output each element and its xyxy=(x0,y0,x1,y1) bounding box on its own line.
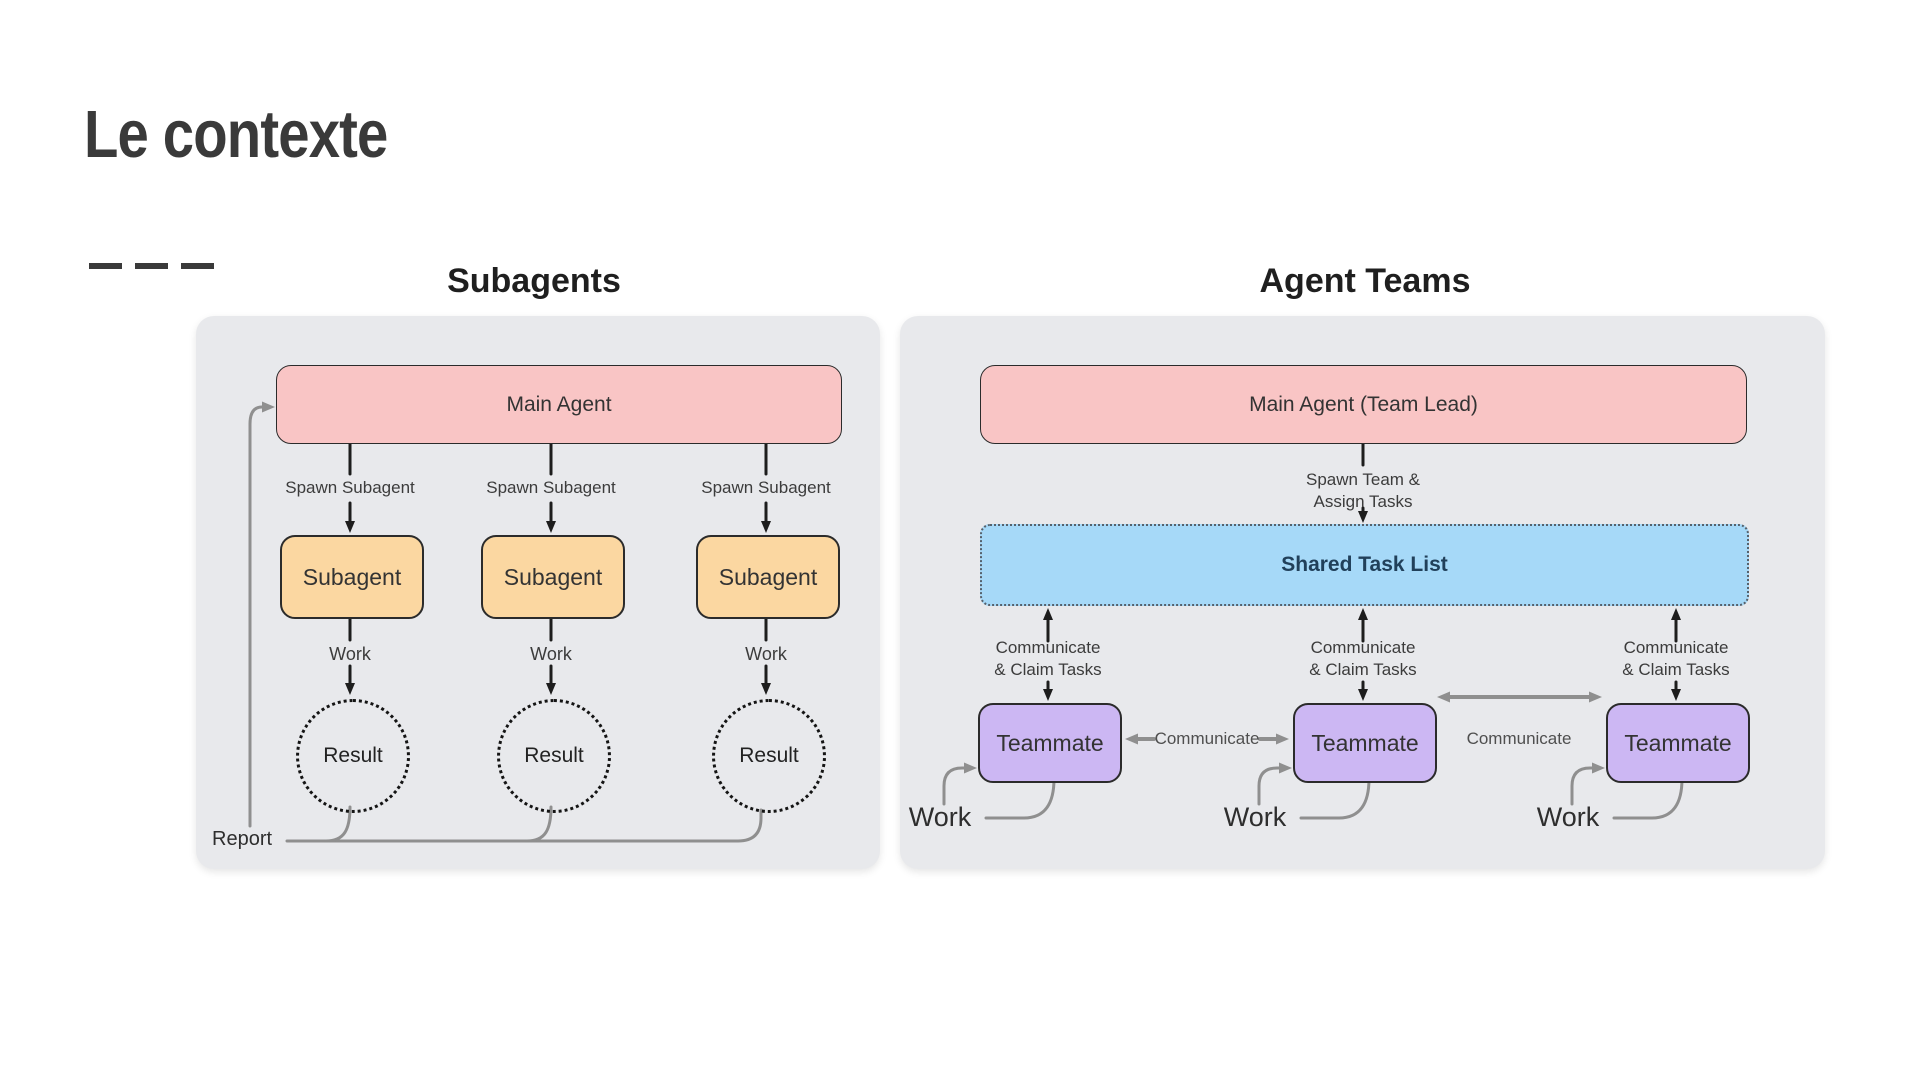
claim-tasks-label-line2: & Claim Tasks xyxy=(1309,660,1417,679)
result-label: Result xyxy=(524,744,584,767)
claim-tasks-label-line2: & Claim Tasks xyxy=(994,660,1102,679)
work-arrows xyxy=(345,614,771,695)
result-label: Result xyxy=(739,744,799,767)
report-label: Report xyxy=(212,828,273,850)
subagent-label: Subagent xyxy=(718,563,818,590)
spawn-team-label-line2: Assign Tasks xyxy=(1313,492,1413,511)
subagent-node: Subagent xyxy=(696,535,840,619)
work-label: Work xyxy=(1223,802,1287,832)
spawn-subagent-label: Spawn Subagent xyxy=(486,478,616,497)
claim-tasks-arrows xyxy=(1043,608,1681,701)
result-label: Result xyxy=(323,744,383,767)
communicate-label: Communicate xyxy=(1466,729,1572,748)
teammate-label: Teammate xyxy=(1311,729,1419,756)
dash xyxy=(181,263,214,269)
communicate-label: Communicate xyxy=(1154,729,1260,748)
claim-tasks-label-line2: & Claim Tasks xyxy=(1622,660,1730,679)
work-label: Work xyxy=(530,644,572,664)
work-label: Work xyxy=(745,644,787,664)
claim-tasks-label-line1: Communicate xyxy=(1623,638,1729,657)
shared-task-list-node: Shared Task List xyxy=(980,524,1749,606)
shared-task-list-label: Shared Task List xyxy=(1281,553,1448,576)
teammate-node: Teammate xyxy=(1606,703,1750,783)
spawn-subagent-label: Spawn Subagent xyxy=(701,478,831,497)
subagent-node: Subagent xyxy=(280,535,424,619)
communicate-arrows xyxy=(1125,691,1602,745)
spawn-subagent-label: Spawn Subagent xyxy=(285,478,415,497)
main-agent-node: Main Agent xyxy=(276,365,842,444)
subagent-node: Subagent xyxy=(481,535,625,619)
subagents-diagram-title: Subagents xyxy=(447,262,621,300)
title-underline-dashes xyxy=(89,263,214,269)
teammate-node: Teammate xyxy=(1293,703,1437,783)
teammate-label: Teammate xyxy=(1624,729,1732,756)
spawn-team-label-line1: Spawn Team & xyxy=(1305,470,1421,489)
spawn-subagent-arrows xyxy=(345,441,771,533)
claim-tasks-label-line1: Communicate xyxy=(995,638,1101,657)
subagent-label: Subagent xyxy=(302,563,402,590)
work-label: Work xyxy=(908,802,972,832)
result-node: Result xyxy=(712,699,826,813)
subagent-label: Subagent xyxy=(503,563,603,590)
slide-title: Le contexte xyxy=(84,97,388,172)
teammate-label: Teammate xyxy=(996,729,1104,756)
work-loops xyxy=(942,762,1684,820)
team-lead-label: Main Agent (Team Lead) xyxy=(1249,392,1478,416)
team-lead-node: Main Agent (Team Lead) xyxy=(980,365,1747,444)
claim-tasks-label-line1: Communicate xyxy=(1310,638,1416,657)
work-label: Work xyxy=(329,644,371,664)
dash xyxy=(135,263,168,269)
work-label: Work xyxy=(1536,802,1600,832)
dash xyxy=(89,263,122,269)
result-node: Result xyxy=(296,699,410,813)
main-agent-label: Main Agent xyxy=(506,392,612,416)
teammate-node: Teammate xyxy=(978,703,1122,783)
agent-teams-diagram-title: Agent Teams xyxy=(1259,262,1471,300)
result-node: Result xyxy=(497,699,611,813)
